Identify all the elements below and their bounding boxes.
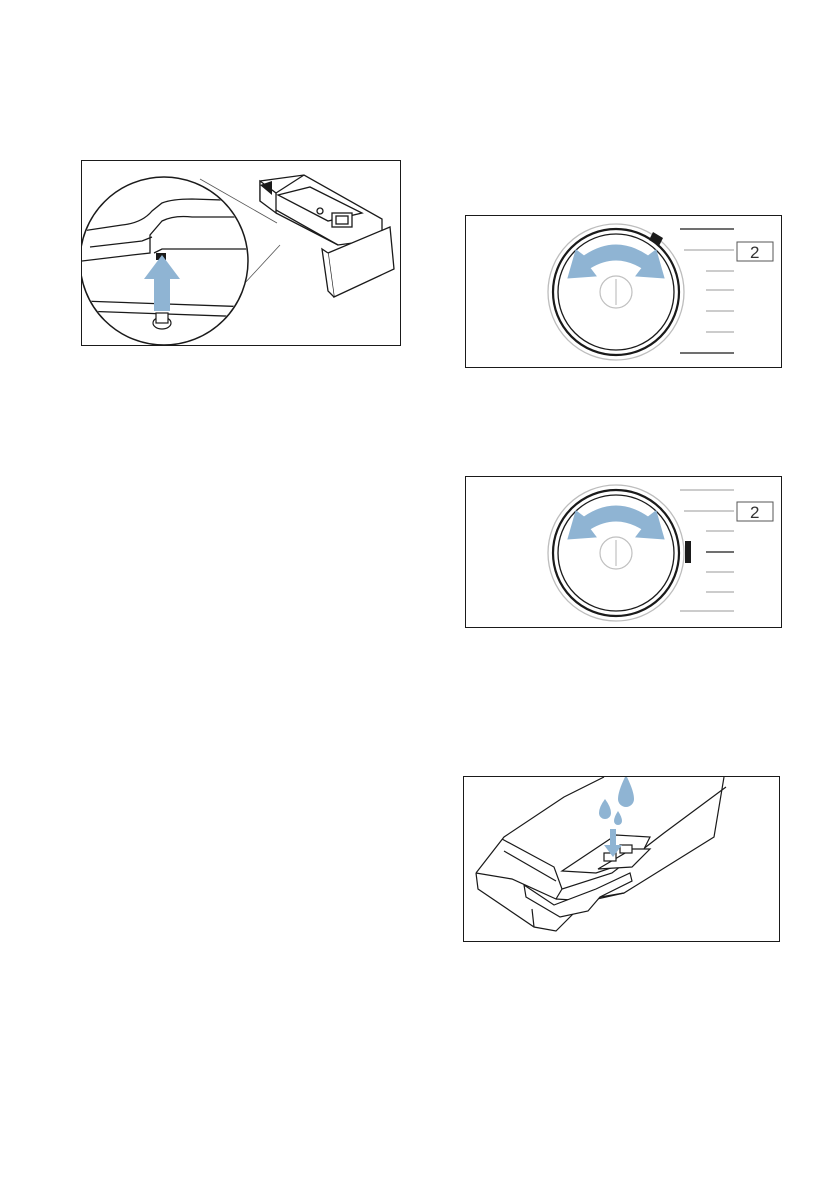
program-dial-illustration-2: 2 xyxy=(466,477,782,628)
program-dial-illustration-1: 2 xyxy=(466,216,782,368)
program-dial-figure-2: 2 xyxy=(465,476,782,628)
drawer-latch-figure xyxy=(81,160,401,346)
drawer-fill-figure xyxy=(463,776,780,942)
water-drops-icon xyxy=(599,777,634,825)
dial-indicator-mark xyxy=(685,541,691,563)
drawer-latch-illustration xyxy=(82,161,401,346)
program-badge: 2 xyxy=(750,243,759,262)
program-badge: 2 xyxy=(750,503,759,522)
program-dial-figure-1: 2 xyxy=(465,215,782,368)
drawer-fill-illustration xyxy=(464,777,780,942)
